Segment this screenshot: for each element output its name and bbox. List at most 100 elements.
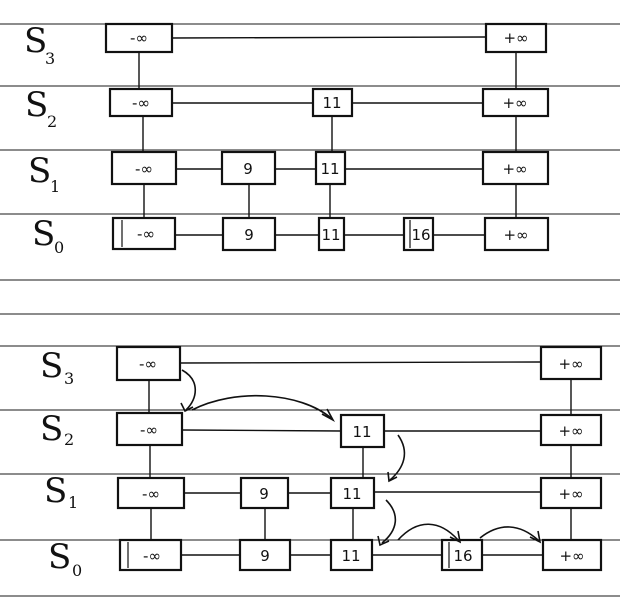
node-label: +∞ bbox=[558, 485, 583, 503]
node-label: -∞ bbox=[142, 485, 160, 503]
node-s2-11: 11 bbox=[311, 87, 354, 118]
level-letter: S bbox=[24, 21, 47, 61]
node-label: 11 bbox=[320, 160, 339, 178]
level-index: 3 bbox=[45, 49, 55, 68]
node-label: -∞ bbox=[140, 421, 158, 439]
node-label: 9 bbox=[244, 226, 254, 244]
level-index: 2 bbox=[64, 430, 74, 449]
node-label: -∞ bbox=[130, 29, 148, 47]
arrow-icon bbox=[191, 394, 332, 419]
node-label: +∞ bbox=[503, 29, 528, 47]
level-index: 1 bbox=[50, 177, 60, 196]
arrow-icon bbox=[397, 523, 459, 541]
vertical-links bbox=[138, 52, 517, 218]
horizontal-links bbox=[171, 36, 487, 236]
arrowhead-icon bbox=[529, 530, 542, 544]
level-label-s0: S 0 bbox=[48, 537, 82, 580]
node-s0-16: 16 bbox=[402, 216, 435, 252]
node-s1-pos-inf: +∞ bbox=[539, 476, 603, 510]
node-s1-9: 9 bbox=[220, 150, 277, 186]
node-label: -∞ bbox=[139, 355, 157, 373]
arrowhead-icon bbox=[321, 408, 336, 423]
node-label: +∞ bbox=[558, 355, 583, 373]
level-label-s0: S 0 bbox=[32, 214, 64, 257]
node-s1-neg-inf: -∞ bbox=[116, 476, 186, 510]
node-s0-11: 11 bbox=[329, 538, 374, 572]
node-label: 11 bbox=[341, 547, 360, 565]
skip-list-diagram-search: S 3 S 2 S 1 S 0 -∞ +∞ -∞ bbox=[40, 345, 603, 580]
arrowhead-icon bbox=[180, 402, 194, 413]
node-s0-9: 9 bbox=[238, 538, 292, 572]
level-letter: S bbox=[40, 346, 63, 386]
node-s0-neg-inf: -∞ bbox=[111, 216, 177, 251]
arrow-icon bbox=[381, 499, 397, 544]
node-s0-pos-inf: +∞ bbox=[483, 216, 550, 252]
level-index: 1 bbox=[68, 493, 78, 512]
node-label: 9 bbox=[243, 160, 253, 178]
level-index: 0 bbox=[72, 561, 82, 580]
node-s1-neg-inf: -∞ bbox=[110, 150, 178, 186]
node-label: +∞ bbox=[502, 160, 527, 178]
node-s0-16: 16 bbox=[440, 538, 484, 572]
level-letter: S bbox=[25, 85, 48, 125]
arrow-icon bbox=[181, 369, 197, 411]
node-s2-pos-inf: +∞ bbox=[481, 87, 550, 118]
node-s0-neg-inf: -∞ bbox=[118, 538, 183, 572]
node-s0-11: 11 bbox=[317, 216, 346, 252]
level-label-s1: S 1 bbox=[28, 151, 60, 196]
node-label: 9 bbox=[259, 485, 269, 503]
level-label-s2: S 2 bbox=[25, 85, 57, 131]
node-label: -∞ bbox=[135, 160, 153, 178]
arrow-icon bbox=[389, 434, 406, 481]
node-label: +∞ bbox=[502, 94, 527, 112]
arrowhead-icon bbox=[377, 535, 390, 547]
node-label: 11 bbox=[321, 226, 340, 244]
level-label-s3: S 3 bbox=[24, 21, 55, 68]
level-label-s2: S 2 bbox=[40, 409, 74, 449]
node-label: 11 bbox=[342, 485, 361, 503]
node-s0-9: 9 bbox=[221, 216, 277, 252]
arrow-icon bbox=[479, 526, 539, 541]
arrowhead-icon bbox=[387, 471, 398, 483]
level-letter: S bbox=[28, 151, 51, 191]
level-letter: S bbox=[32, 214, 55, 254]
node-s1-pos-inf: +∞ bbox=[481, 150, 550, 186]
level-letter: S bbox=[44, 471, 67, 511]
level-label-s1: S 1 bbox=[44, 471, 78, 512]
node-label: 16 bbox=[411, 226, 430, 244]
node-s1-11: 11 bbox=[329, 476, 376, 510]
search-path-arrows bbox=[180, 369, 542, 547]
node-label: -∞ bbox=[143, 547, 161, 565]
node-s3-neg-inf: -∞ bbox=[115, 345, 182, 382]
node-s2-neg-inf: -∞ bbox=[108, 87, 174, 118]
node-s0-pos-inf: +∞ bbox=[541, 538, 603, 572]
node-s2-neg-inf: -∞ bbox=[115, 411, 184, 447]
level-letter: S bbox=[48, 537, 71, 577]
node-s3-pos-inf: +∞ bbox=[484, 22, 548, 54]
node-s2-pos-inf: +∞ bbox=[539, 413, 603, 447]
level-letter: S bbox=[40, 409, 63, 449]
arrowhead-icon bbox=[449, 530, 462, 544]
node-label: +∞ bbox=[559, 547, 584, 565]
node-label: 11 bbox=[322, 94, 341, 112]
level-label-s3: S 3 bbox=[40, 346, 74, 388]
node-label: -∞ bbox=[137, 225, 155, 243]
vertical-links bbox=[148, 379, 572, 540]
level-index: 0 bbox=[54, 238, 64, 257]
node-s1-11: 11 bbox=[314, 150, 347, 186]
node-s2-11: 11 bbox=[339, 413, 386, 449]
node-s3-neg-inf: -∞ bbox=[104, 22, 174, 54]
node-label: +∞ bbox=[558, 422, 583, 440]
horizontal-links bbox=[179, 361, 543, 556]
node-s3-pos-inf: +∞ bbox=[539, 345, 603, 381]
ruled-paper-lines bbox=[0, 23, 620, 597]
level-index: 3 bbox=[64, 369, 74, 388]
node-label: 16 bbox=[453, 547, 472, 565]
node-label: 11 bbox=[352, 423, 371, 441]
node-label: -∞ bbox=[132, 94, 150, 112]
node-label: 9 bbox=[260, 547, 270, 565]
node-label: +∞ bbox=[503, 226, 528, 244]
node-s1-9: 9 bbox=[239, 476, 290, 510]
skip-list-diagram-top: S 3 S 2 S 1 S 0 -∞ +∞ -∞ bbox=[24, 21, 550, 257]
